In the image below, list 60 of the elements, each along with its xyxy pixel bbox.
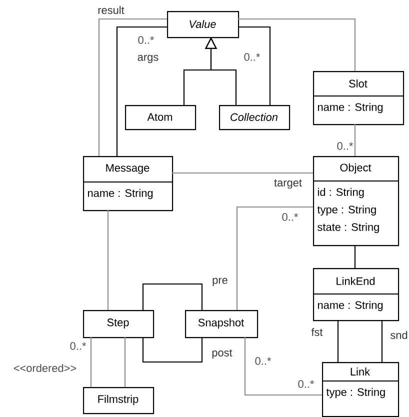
class-name: Atom — [147, 113, 172, 121]
attribute-text: state : String — [318, 222, 379, 234]
association-line — [381, 320, 383, 362]
association-line — [236, 206, 313, 310]
multiplicity-label: 0..* — [244, 53, 260, 61]
class-box — [219, 105, 290, 130]
class-name: Link — [350, 368, 370, 376]
class-name: Filmstrip — [98, 394, 138, 406]
class-box — [83, 310, 154, 338]
association-line — [90, 337, 92, 387]
class-name: Step — [107, 318, 129, 328]
role-label: target — [272, 178, 304, 190]
class-name: LinkEnd — [336, 276, 375, 285]
class-name: Object — [340, 163, 372, 174]
role-label: result — [96, 4, 126, 16]
association-line — [244, 337, 322, 396]
class-name: Slot — [349, 79, 368, 88]
class-box — [167, 11, 240, 38]
attribute-text: id : String — [318, 188, 364, 198]
association-line — [98, 18, 167, 156]
class-name: Value — [190, 20, 216, 28]
multiplicity-label: 0..* — [282, 213, 298, 221]
attribute-text: name : String — [318, 102, 383, 114]
association-line — [354, 245, 356, 268]
role-label: post — [210, 348, 234, 360]
association-line — [172, 172, 313, 174]
class-name: Collection — [230, 112, 278, 122]
class-box — [125, 105, 196, 130]
multiplicity-label: <<ordered>> — [14, 364, 76, 372]
role-label: fst — [310, 326, 324, 338]
association-line — [107, 210, 109, 310]
multiplicity-label: 0..* — [70, 342, 86, 350]
association-line — [238, 18, 356, 71]
class-box — [83, 387, 154, 414]
role-label: args — [136, 54, 160, 64]
association-line — [238, 26, 271, 105]
class-box — [313, 268, 400, 322]
association-line — [354, 124, 356, 156]
association-line — [124, 337, 126, 387]
association-line — [337, 320, 339, 362]
multiplicity-label: 0..* — [298, 380, 314, 388]
association-line — [142, 337, 203, 363]
class-box — [322, 362, 400, 417]
class-box — [185, 310, 258, 338]
attribute-text: name : String — [88, 188, 153, 200]
multiplicity-label: 0..* — [255, 357, 272, 365]
multiplicity-label: 0..* — [138, 36, 154, 44]
association-line — [116, 26, 167, 156]
attribute-text: name : String — [318, 300, 383, 312]
class-box — [83, 156, 174, 212]
multiplicity-label: 0..* — [337, 142, 354, 150]
class-name: Snapshot — [198, 318, 244, 329]
attribute-text: type : String — [326, 388, 385, 398]
class-box — [313, 156, 400, 246]
class-name: Message — [106, 164, 150, 174]
association-line — [142, 283, 203, 310]
role-label: snd — [388, 330, 409, 340]
attribute-text: type : String — [317, 205, 376, 216]
role-label: pre — [210, 276, 230, 288]
class-box — [313, 71, 404, 126]
